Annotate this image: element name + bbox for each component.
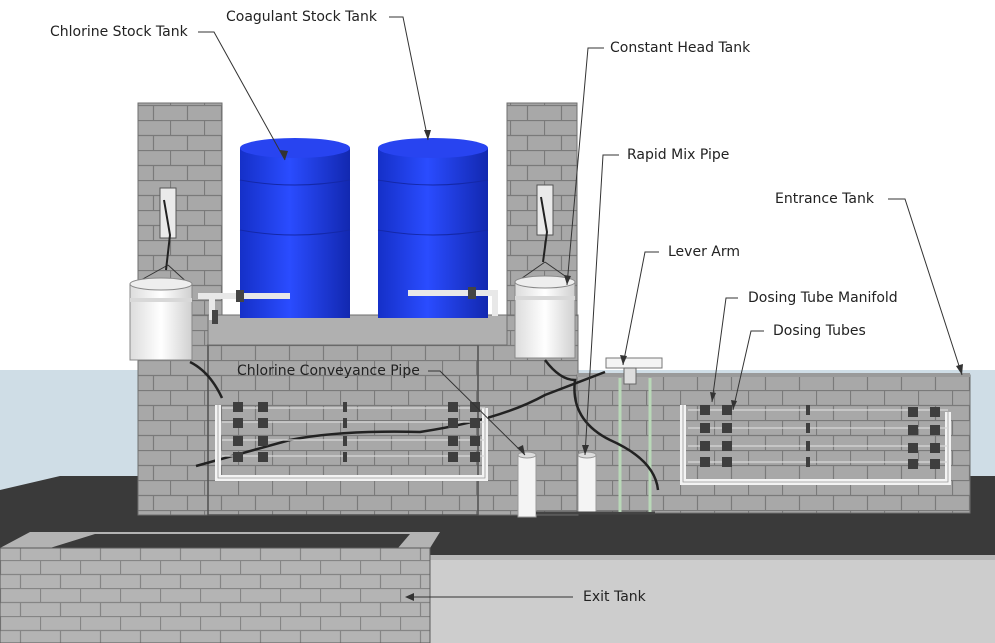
- exit-tank: [0, 547, 431, 643]
- rapid-mix-pipe: [577, 454, 597, 514]
- right-dosing-manifold: [680, 405, 951, 485]
- chlorine-conveyance-tubing: [189, 360, 606, 468]
- exit-pipe-left: [517, 454, 537, 518]
- label-coagulant-stock-tank: Coagulant Stock Tank: [226, 9, 377, 25]
- left-dosing-manifold: [215, 405, 488, 481]
- right-bucket: [514, 184, 576, 359]
- label-entrance-tank: Entrance Tank: [775, 191, 874, 207]
- leader-lines: [198, 16, 963, 598]
- entrance-tank-wall: [576, 374, 971, 514]
- label-chlorine-stock-tank: Chlorine Stock Tank: [50, 24, 188, 40]
- label-dosing-tubes: Dosing Tubes: [773, 323, 866, 339]
- label-constant-head-tank: Constant Head Tank: [610, 40, 751, 56]
- concrete-pad: [430, 555, 995, 643]
- right-dosing-valves: [700, 405, 940, 469]
- coagulant-barrel-left: [239, 138, 351, 318]
- label-dosing-tube-manifold: Dosing Tube Manifold: [748, 290, 898, 306]
- label-lever-arm: Lever Arm: [668, 244, 740, 260]
- label-rapid-mix-pipe: Rapid Mix Pipe: [627, 147, 730, 163]
- label-exit-tank: Exit Tank: [583, 589, 646, 605]
- left-dosing-valves: [233, 402, 480, 462]
- left-bucket: [129, 187, 193, 361]
- label-chlorine-conveyance-pipe: Chlorine Conveyance Pipe: [237, 363, 420, 379]
